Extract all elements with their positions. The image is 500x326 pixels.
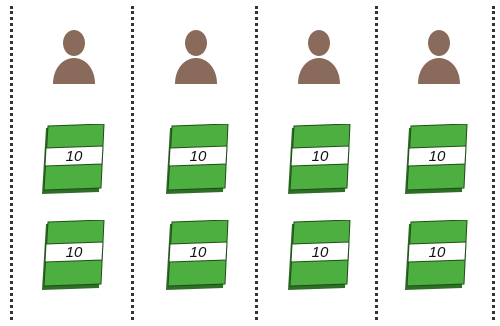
card-value: 10	[429, 244, 446, 261]
banknote-card: 10	[288, 220, 351, 290]
banknote-card: 10	[42, 220, 105, 290]
banknote-card: 10	[166, 124, 229, 194]
card-value: 10	[190, 244, 207, 261]
person-icon	[298, 30, 340, 84]
banknote-card: 10	[166, 220, 229, 290]
card-value: 10	[66, 244, 83, 261]
person-icon	[175, 30, 217, 84]
banknote-card: 10	[288, 124, 351, 194]
card-value: 10	[66, 148, 83, 165]
person-icon	[53, 30, 95, 84]
column-1: 10 10	[14, 0, 134, 326]
banknote-card: 10	[42, 124, 105, 194]
banknote-card: 10	[405, 220, 468, 290]
divider-dotted	[375, 6, 378, 320]
column-3: 10 10	[259, 0, 379, 326]
divider-dotted	[131, 6, 134, 320]
card-value: 10	[312, 148, 329, 165]
banknote-card: 10	[405, 124, 468, 194]
column-4: 10 10	[379, 0, 499, 326]
divider-dotted	[255, 6, 258, 320]
person-icon	[418, 30, 460, 84]
divider-dotted	[492, 6, 495, 320]
column-2: 10 10	[136, 0, 256, 326]
card-value: 10	[429, 148, 446, 165]
divider-dotted	[10, 6, 13, 320]
card-value: 10	[312, 244, 329, 261]
card-value: 10	[190, 148, 207, 165]
